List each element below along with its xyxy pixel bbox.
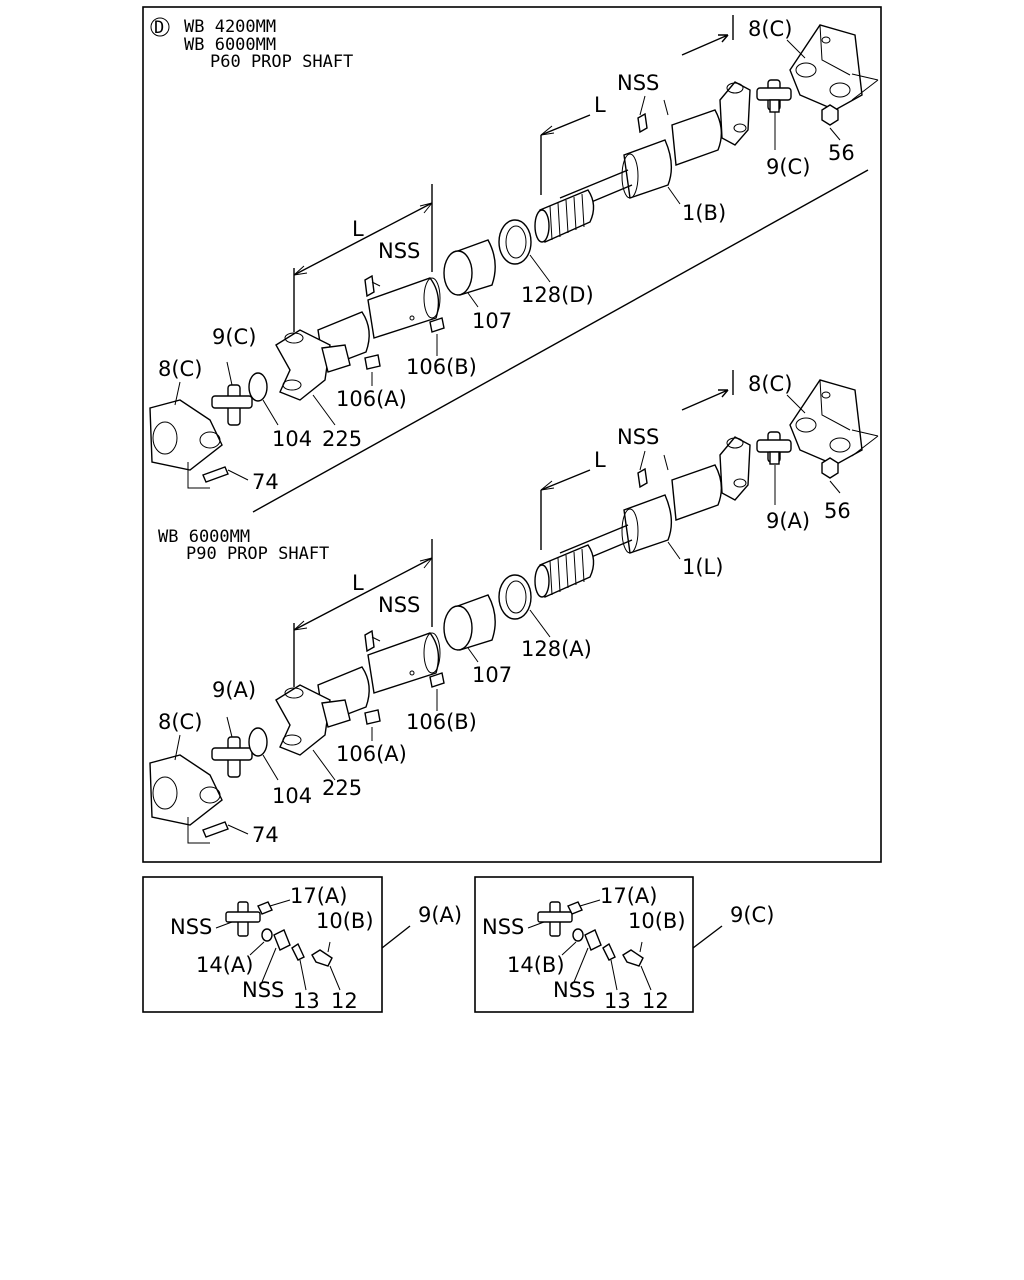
upper-assembly: L NSS 8(C) 9(C) 56 1(B) 128(D) 107 L NSS… <box>149 15 879 494</box>
rear-yoke-lower <box>719 436 751 501</box>
detail-9c-label-12: 12 <box>642 989 669 1013</box>
sleeve-upper <box>443 239 496 296</box>
label-56-lower: 56 <box>824 499 851 523</box>
label-1b-upper: 1(B) <box>682 201 726 225</box>
nss-clip-lower-rear <box>637 467 648 489</box>
detail-9c-label-nss2: NSS <box>553 978 595 1002</box>
label-nss-rear-upper: NSS <box>617 71 659 95</box>
label-L-rear-upper: L <box>594 93 606 117</box>
rear-ujoint-upper <box>756 79 792 113</box>
lower-assembly: L NSS 8(C) 9(A) 56 1(L) 128(A) 107 L NSS… <box>149 370 879 847</box>
detail-9a-label-nss2: NSS <box>242 978 284 1002</box>
label-nss-front-upper: NSS <box>378 239 420 263</box>
detail-panel-9c-frame <box>474 876 694 1013</box>
detail-9a-label-nss: NSS <box>170 915 212 939</box>
detail-9c-label-13: 13 <box>604 989 631 1013</box>
front-yoke-lower <box>275 684 351 756</box>
oring-104-lower <box>248 727 268 757</box>
main-panel-frame <box>142 6 882 863</box>
label-128d-upper: 128(D) <box>521 283 594 307</box>
nss-clip-upper-rear <box>637 112 648 134</box>
label-107-lower: 107 <box>472 663 512 687</box>
label-9c-front-upper: 9(C) <box>212 325 256 349</box>
label-225-upper: 225 <box>322 427 362 451</box>
label-56-upper: 56 <box>828 141 855 165</box>
header-wb-4200: WB 4200MM <box>184 17 276 37</box>
section-letter-circle <box>150 17 170 37</box>
rear-tube-upper <box>559 109 723 214</box>
label-225-lower: 225 <box>322 776 362 800</box>
bolt-74-lower <box>202 821 229 838</box>
label-9a-rear-lower: 9(A) <box>766 509 810 533</box>
label-128a-lower: 128(A) <box>521 637 592 661</box>
front-ujoint-lower <box>211 736 253 778</box>
nss-clip-lower-front <box>364 629 375 653</box>
label-9a-front-lower: 9(A) <box>212 678 256 702</box>
label-L-rear-lower: L <box>594 448 606 472</box>
label-106a-upper: 106(A) <box>336 387 407 411</box>
detail-9a-label-13: 13 <box>293 989 320 1013</box>
detail-9a-label-10b: 10(B) <box>316 909 374 933</box>
label-8c-rear-upper: 8(C) <box>748 17 792 41</box>
oring-104-upper <box>248 372 268 402</box>
seal-ring-lower <box>498 574 532 620</box>
detail-panel-9a: 17(A) NSS 10(B) 14(A) NSS 13 12 9(A) <box>142 876 462 1013</box>
detail-9a-ref: 9(A) <box>418 903 462 927</box>
front-ujoint-upper <box>211 384 253 426</box>
front-flange-yoke-upper <box>149 399 223 489</box>
bolt-74-upper <box>202 466 229 483</box>
label-106a-lower: 106(A) <box>336 742 407 766</box>
front-yoke-upper <box>275 329 351 401</box>
label-nss-rear-lower: NSS <box>617 425 659 449</box>
splined-shaft-lower <box>534 544 595 599</box>
detail-9c-label-nss: NSS <box>482 915 524 939</box>
lower-header-wb-6000: WB 6000MM <box>158 527 250 547</box>
nss-clip-upper-front <box>364 274 375 298</box>
sleeve-lower <box>443 594 496 651</box>
label-1l-lower: 1(L) <box>682 555 723 579</box>
detail-9c-ref: 9(C) <box>730 903 774 927</box>
detail-9c-label-14b: 14(B) <box>507 953 565 977</box>
front-flange-yoke-lower <box>149 754 223 844</box>
detail-9a-label-14a: 14(A) <box>196 953 253 977</box>
detail-9a-label-12: 12 <box>331 989 358 1013</box>
rear-tube-lower <box>559 464 723 569</box>
label-106b-lower: 106(B) <box>406 710 477 734</box>
lower-header-p90-prop-shaft: P90 PROP SHAFT <box>186 544 329 564</box>
detail-9c-label-17a: 17(A) <box>600 884 657 908</box>
label-107-upper: 107 <box>472 309 512 333</box>
rear-yoke-upper <box>719 81 751 146</box>
header-wb-6000: WB 6000MM <box>184 35 276 55</box>
label-8c-front-lower: 8(C) <box>158 710 202 734</box>
nut-56-upper <box>821 104 839 126</box>
label-L-front-upper: L <box>352 217 364 241</box>
section-letter: D <box>154 18 164 38</box>
detail-9a-label-17a: 17(A) <box>290 884 347 908</box>
seal-ring-upper <box>498 219 532 265</box>
section-divider-line <box>252 169 869 513</box>
label-74-lower: 74 <box>252 823 279 847</box>
detail-panel-9c: 17(A) NSS 10(B) 14(B) NSS 13 12 9(C) <box>474 876 774 1013</box>
rear-ujoint-lower <box>756 431 792 465</box>
label-nss-front-lower: NSS <box>378 593 420 617</box>
header-p60-prop-shaft: P60 PROP SHAFT <box>210 52 353 72</box>
grease-fittings-upper <box>364 317 445 370</box>
grease-fittings-lower <box>364 672 445 725</box>
rear-flange-yoke-lower <box>789 379 879 466</box>
label-74-upper: 74 <box>252 470 279 494</box>
label-104-upper: 104 <box>272 427 312 451</box>
nut-56-lower <box>821 457 839 479</box>
detail-9c-label-10b: 10(B) <box>628 909 686 933</box>
rear-flange-yoke-upper <box>789 24 879 111</box>
label-L-front-lower: L <box>352 571 364 595</box>
label-8c-rear-lower: 8(C) <box>748 372 792 396</box>
label-106b-upper: 106(B) <box>406 355 477 379</box>
detail-panel-9a-frame <box>142 876 383 1013</box>
label-104-lower: 104 <box>272 784 312 808</box>
splined-shaft-upper <box>534 189 595 244</box>
label-9c-rear-upper: 9(C) <box>766 155 810 179</box>
label-8c-front-upper: 8(C) <box>158 357 202 381</box>
